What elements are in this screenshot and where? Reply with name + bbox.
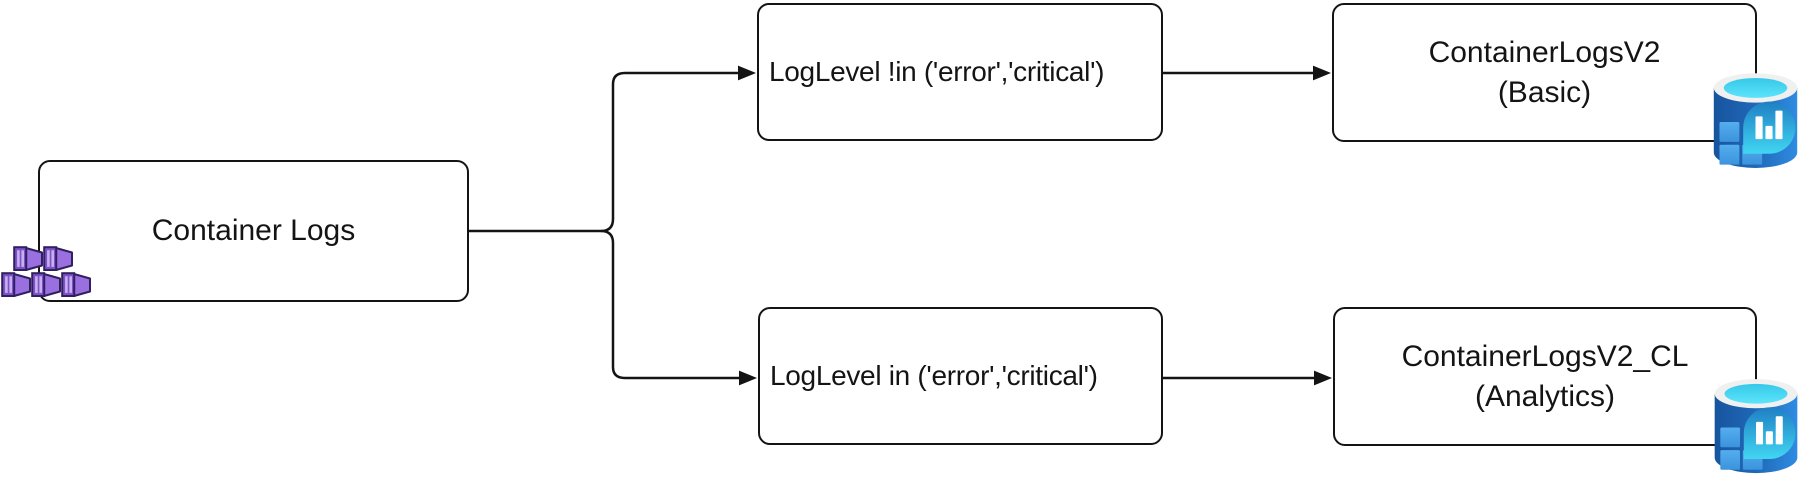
destination-node-text: ContainerLogsV2_CL (Analytics) — [1402, 337, 1689, 417]
destination-node-analytics: ContainerLogsV2_CL (Analytics) — [1333, 307, 1757, 446]
filter-node-error-critical: LogLevel in ('error','critical') — [758, 307, 1163, 445]
destination-node-sublabel: (Basic) — [1497, 75, 1592, 109]
log-analytics-icon — [1713, 73, 1798, 168]
source-node-container-logs: Container Logs — [38, 160, 469, 302]
destination-node-text: ContainerLogsV2 (Basic) — [1429, 33, 1661, 113]
filter-node-not-error-critical: LogLevel !in ('error','critical') — [757, 3, 1163, 141]
destination-node-label: ContainerLogsV2 — [1428, 35, 1661, 69]
container-instances-icon — [1, 246, 91, 297]
arrowhead-icon — [1313, 65, 1331, 81]
source-node-label: Container Logs — [151, 214, 356, 247]
destination-node-label: ContainerLogsV2_CL — [1401, 339, 1689, 373]
log-analytics-icon — [1714, 379, 1798, 474]
branch-top-connector — [600, 71, 739, 233]
destination-node-basic: ContainerLogsV2 (Basic) — [1332, 3, 1757, 142]
arrowhead-icon — [738, 65, 756, 81]
destination-node-sublabel: (Analytics) — [1474, 379, 1616, 413]
arrowhead-icon — [1314, 370, 1332, 386]
arrowhead-icon — [739, 370, 757, 386]
filter-node-label: LogLevel in ('error','critical') — [770, 360, 1098, 391]
filter-node-label: LogLevel !in ('error','critical') — [769, 56, 1105, 87]
branch-bottom-connector — [600, 229, 740, 380]
